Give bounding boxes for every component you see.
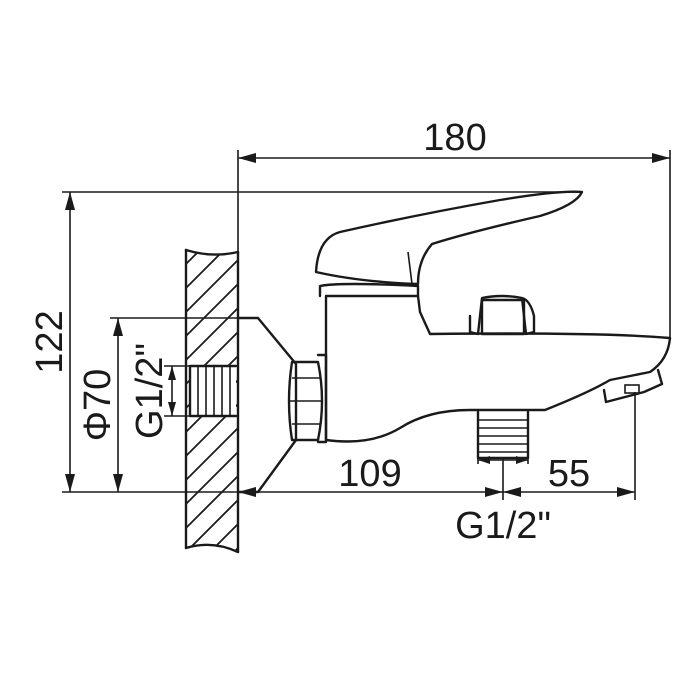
label-outlet-to-spout: 55 — [548, 453, 590, 495]
faucet-body — [236, 190, 672, 494]
cartridge-collar — [318, 282, 420, 298]
label-inlet-thread: G1/2" — [129, 343, 171, 439]
diverter-knob — [468, 294, 536, 336]
aerator — [624, 384, 640, 394]
dimension-labels: 180 122 Φ70 G1/2" 109 55 G1/2" — [29, 117, 590, 547]
spout-tip — [602, 368, 664, 404]
lever-handle — [314, 190, 584, 286]
label-flange-diameter: Φ70 — [77, 369, 119, 442]
label-wall-to-outlet: 109 — [338, 453, 401, 495]
label-overall-height: 122 — [29, 310, 71, 373]
wall-flange — [236, 316, 298, 494]
connection-nut — [287, 360, 324, 442]
main-body-outline — [324, 294, 672, 443]
wall-section — [184, 248, 240, 554]
shower-outlet — [476, 410, 530, 460]
dimension-lines — [62, 150, 671, 500]
label-overall-length: 180 — [423, 117, 486, 159]
label-outlet-thread: G1/2" — [455, 505, 551, 547]
